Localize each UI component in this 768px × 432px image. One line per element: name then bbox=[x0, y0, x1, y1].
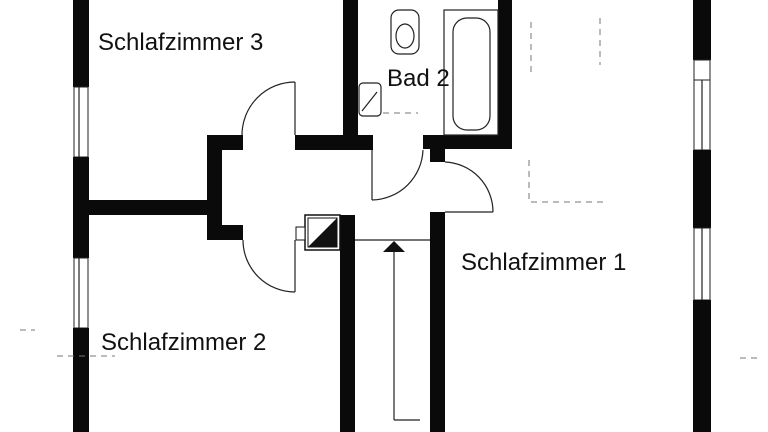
door-bath2 bbox=[371, 149, 424, 201]
right-outer-wall bbox=[693, 0, 711, 432]
corridor-wall-right bbox=[430, 212, 445, 432]
sink-icon bbox=[358, 82, 382, 117]
bathroom-walls bbox=[295, 0, 512, 162]
bathtub-icon bbox=[443, 9, 499, 136]
room-label-bedroom1: Schlafzimmer 1 bbox=[461, 249, 626, 276]
corridor-wall-left bbox=[340, 215, 355, 432]
door-bedroom3 bbox=[241, 81, 296, 136]
door-bedroom2 bbox=[242, 239, 296, 293]
stair-arrow-icon bbox=[355, 239, 430, 421]
hall-niche-wall bbox=[207, 135, 243, 240]
door-bedroom1 bbox=[444, 161, 494, 213]
partition-wall bbox=[89, 200, 211, 215]
meter-box-icon bbox=[295, 214, 341, 251]
toilet-icon bbox=[390, 9, 420, 55]
room-label-bedroom3: Schlafzimmer 3 bbox=[98, 29, 263, 56]
room-label-bedroom2: Schlafzimmer 2 bbox=[101, 329, 266, 356]
left-outer-wall bbox=[73, 0, 89, 432]
room-label-bath2: Bad 2 bbox=[387, 65, 450, 92]
dashed-outline bbox=[20, 18, 760, 359]
